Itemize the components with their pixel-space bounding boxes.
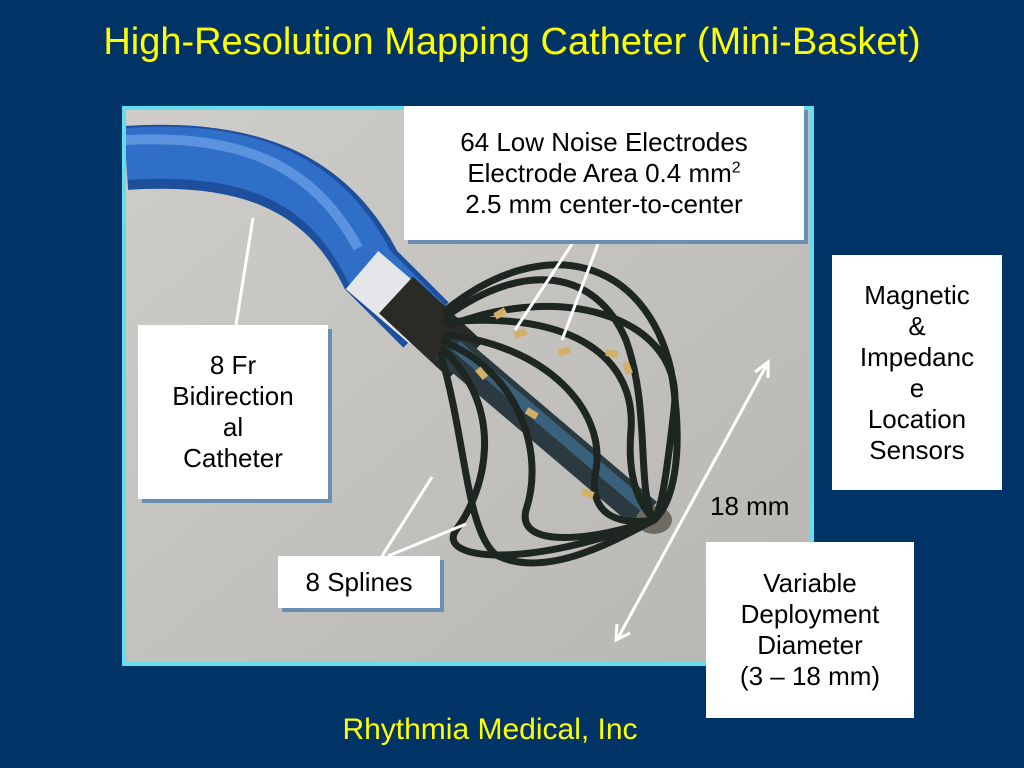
- deployment-callout-line: Variable: [763, 568, 857, 598]
- electrodes-count-text: 64 Low Noise Electrodes: [460, 126, 748, 157]
- catheter-callout: 8 Fr Bidirection al Catheter: [138, 325, 328, 499]
- catheter-shaft-highlight: [126, 134, 363, 251]
- catheter-callout-line: 8 Fr: [209, 350, 257, 380]
- electrode-area-text: Electrode Area 0.4 mm2: [467, 157, 741, 188]
- deployment-callout-line: Deployment: [740, 599, 880, 629]
- catheter-callout-line: Catheter: [183, 443, 283, 473]
- splines-callout: 8 Splines: [278, 556, 440, 608]
- splines-label: 8 Splines: [305, 566, 413, 597]
- slide-title: High-Resolution Mapping Catheter (Mini-B…: [103, 21, 921, 63]
- catheter-callout-line: al: [222, 412, 244, 442]
- sensors-callout-line: Magnetic: [864, 279, 970, 310]
- sensors-callout-line: Impedanc: [859, 341, 975, 372]
- sensors-callout: Magnetic & Impedanc e Location Sensors: [832, 255, 1002, 490]
- diameter-measurement-label: 18 mm: [710, 491, 790, 521]
- deployment-callout-line: (3 – 18 mm): [739, 661, 881, 691]
- sensors-callout-line: Sensors: [869, 434, 965, 465]
- catheter-callout-line: Bidirection: [172, 381, 294, 411]
- sensors-callout-line: &: [908, 310, 926, 341]
- sensors-callout-line: e: [909, 372, 925, 403]
- company-footer: Rhythmia Medical, Inc: [342, 713, 638, 746]
- electrode-spacing-text: 2.5 mm center-to-center: [465, 188, 743, 219]
- electrode-area-superscript: 2: [731, 158, 741, 176]
- electrodes-callout: 64 Low Noise Electrodes Electrode Area 0…: [404, 106, 804, 240]
- deployment-callout: Variable Deployment Diameter (3 – 18 mm): [706, 542, 914, 718]
- deployment-callout-line: Diameter: [757, 630, 863, 660]
- sensors-callout-line: Location: [867, 403, 967, 434]
